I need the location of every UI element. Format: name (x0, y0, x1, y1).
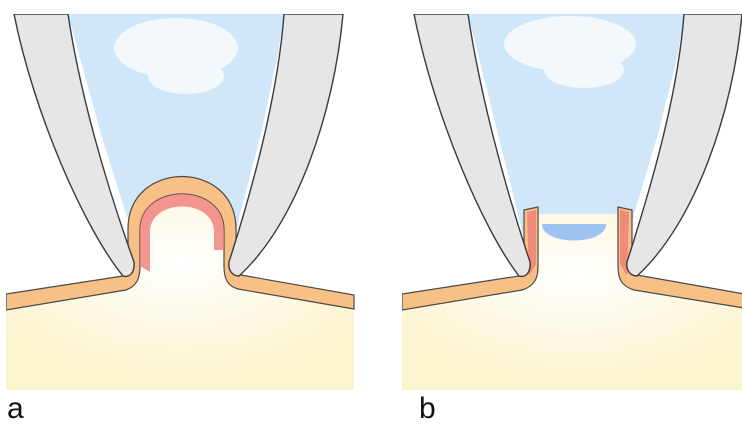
lumen-cloud (544, 52, 624, 88)
panel-a-diagram (6, 14, 356, 390)
panel-b (402, 14, 742, 390)
panel-label-b: b (419, 394, 436, 424)
panel-b-diagram (402, 14, 742, 390)
lumen-cloud (148, 58, 224, 94)
panel-label-a: a (7, 394, 24, 424)
panel-a (6, 14, 356, 390)
